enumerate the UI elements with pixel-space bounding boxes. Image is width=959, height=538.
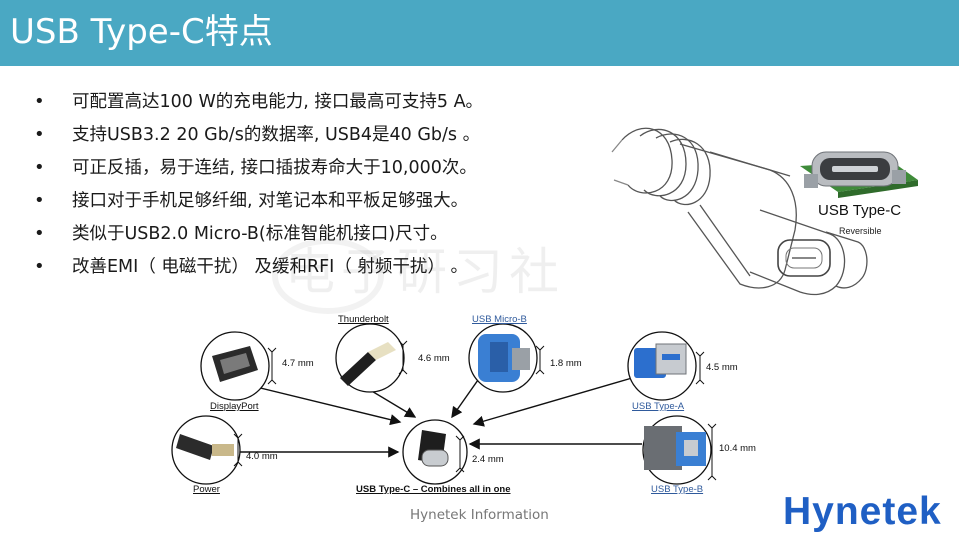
usb-micro-b-connector-icon (468, 323, 545, 393)
type-b-label: USB Type-B (651, 484, 704, 495)
type-b-size: 10.4 mm (719, 443, 756, 454)
usb-c-receptacle-icon (800, 151, 918, 198)
watermark: 电子研习社 (285, 243, 565, 301)
usb-c-cable-illustration (611, 127, 918, 296)
displayport-size: 4.7 mm (282, 358, 314, 369)
displayport-connector-icon (200, 331, 277, 401)
displayport-label: DisplayPort (210, 401, 259, 412)
type-a-label: USB Type-A (632, 401, 685, 412)
thunderbolt-label: Thunderbolt (338, 314, 389, 325)
list-item-text: 类似于USB2.0 Micro-B(标准智能机接口)尺寸。 (72, 224, 448, 244)
micro-b-size: 1.8 mm (550, 358, 582, 369)
thunderbolt-size: 4.6 mm (418, 353, 450, 364)
bullet-icon: • (34, 223, 45, 244)
title-bar: USB Type-C特点 (0, 0, 959, 66)
list-item-text: 接口对于手机足够纤细, 对笔记本和平板足够强大。 (72, 191, 469, 211)
bullet-icon: • (34, 190, 45, 211)
list-item-text: 可配置高达100 W的充电能力, 接口最高可支持5 A。 (72, 92, 484, 112)
cable-label: USB Type-C (818, 202, 902, 219)
thunderbolt-connector-icon (335, 323, 408, 393)
page-title: USB Type-C特点 (10, 12, 273, 52)
power-connector-icon (171, 415, 243, 485)
power-label: Power (193, 484, 220, 495)
footer-text: Hynetek Information (410, 507, 549, 523)
bullet-icon: • (34, 157, 45, 178)
connector-diagram-graphic (171, 323, 717, 485)
cable-sublabel: Reversible (839, 226, 882, 236)
bullet-icon: • (34, 256, 45, 277)
type-c-size: 2.4 mm (472, 454, 504, 465)
micro-b-label: USB Micro-B (472, 314, 527, 325)
usb-type-a-connector-icon (627, 331, 705, 401)
type-c-label: USB Type-C – Combines all in one (356, 484, 511, 495)
power-size: 4.0 mm (246, 451, 278, 462)
usb-type-b-connector-icon (642, 415, 717, 485)
type-a-size: 4.5 mm (706, 362, 738, 373)
watermark-logo-icon (272, 238, 384, 314)
list-item-text: 可正反插，易于连结, 接口插拔寿命大于10,000次。 (72, 158, 477, 178)
list-item-text: 支持USB3.2 20 Gb/s的数据率, USB4是40 Gb/s 。 (72, 125, 481, 145)
bullet-icon: • (34, 91, 45, 112)
usb-type-c-connector-icon (402, 419, 468, 485)
bullet-icon: • (34, 124, 45, 145)
hynetek-logo: Hynetek (783, 490, 942, 533)
connector-comparison-diagram: DisplayPort 4.7 mm Thunderbolt 4.6 mm US… (160, 300, 800, 510)
cable-sketch-icon (611, 127, 868, 296)
arrow-lines (240, 377, 642, 458)
